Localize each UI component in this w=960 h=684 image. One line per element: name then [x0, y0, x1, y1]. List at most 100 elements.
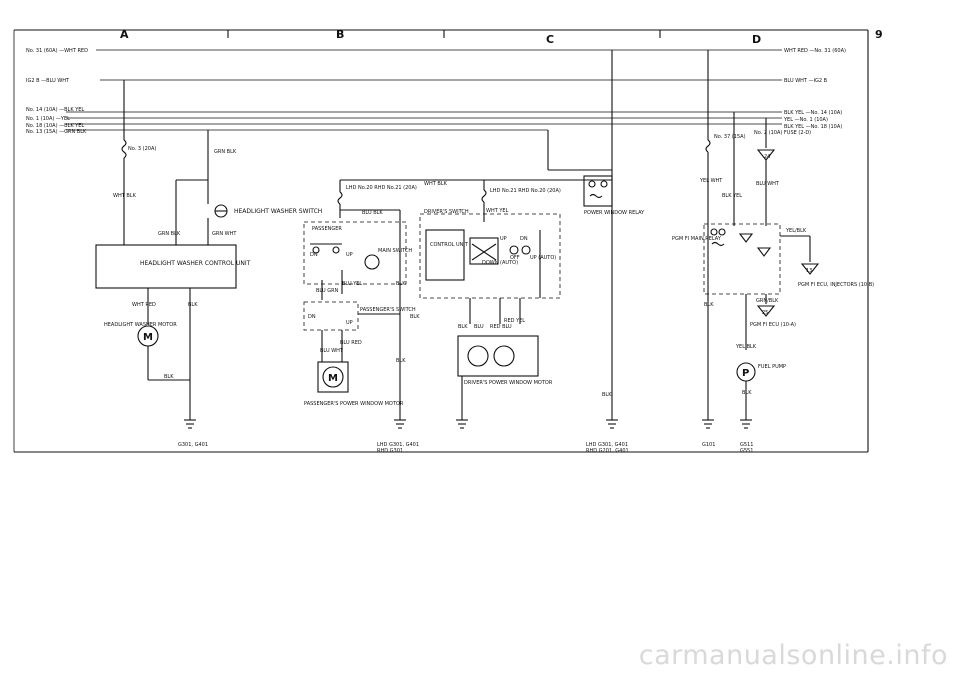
fuse-no3-symbol [121, 139, 127, 159]
main-switch-box [303, 221, 407, 285]
pgm-fi-main-relay-label: PGM FI MAIN RELAY [672, 236, 722, 242]
headlight-washer-switch-label: HEADLIGHT WASHER SWITCH [234, 208, 322, 215]
fuel-pump-label: FUEL PUMP [758, 364, 786, 370]
passengers-motor-symbol [322, 366, 344, 388]
passenger-window-circuit: M [303, 179, 612, 429]
feed-no18-left: No. 18 (10A) —BLK YEL [26, 123, 84, 129]
wire-grn-blk-a2: GRN BLK [158, 231, 181, 237]
wire-grn-blk-slash-d: GRN/BLK [756, 298, 779, 304]
wire-red-blu-c: RED BLU [490, 324, 512, 330]
connector-25-label: 25 [762, 310, 768, 316]
wire-blk-a2: BLK [164, 374, 174, 380]
drivers-switch-dn: DN [520, 236, 528, 242]
passengers-motor-label: PASSENGER'S POWER WINDOW MOTOR [304, 401, 404, 407]
control-unit-label: CONTROL UNIT [430, 242, 469, 248]
wire-blk-d: BLK [704, 302, 714, 308]
section-b-label: B [336, 28, 344, 41]
fuse-lhd20-label: LHD No.20 RHD No.21 (20A) [346, 185, 417, 191]
fuse-lhd21-label: LHD No.21 RHD No.20 (20A) [490, 188, 561, 194]
wire-blk-c: BLK [458, 324, 468, 330]
feed-no1-right: YEL —No. 1 (10A) [783, 117, 828, 123]
pgm-fi-ecu-label: PGM FI ECU (10-A) [750, 322, 796, 328]
drivers-switch-off: OFF [510, 255, 520, 261]
feed-no31-right: WHT RED —No. 31 (60A) [784, 48, 846, 54]
wire-blu-red-b: BLU RED [340, 340, 362, 346]
wire-blu-grn-b: BLU GRN [316, 288, 339, 294]
frame [13, 29, 869, 453]
wire-blk-d2: BLK [742, 390, 752, 396]
wire-blk-yel-d: BLK YEL [722, 193, 742, 199]
ground-g101: G101 [702, 442, 715, 448]
ground-g511: G511 [740, 442, 753, 448]
passengers-switch-label: PASSENGER'S SWITCH [360, 307, 416, 313]
pgm-fi-ecu-injectors-label: PGM FI ECU, INJECTORS (10-B) [798, 282, 874, 288]
headlight-washer-circuit: M [95, 80, 237, 429]
driver-window-circuit [419, 50, 618, 429]
headlight-washer-motor-label: HEADLIGHT WASHER MOTOR [104, 322, 177, 328]
section-d-label: D [752, 33, 761, 46]
wire-blk-c2: BLK [602, 392, 612, 398]
drivers-motor-label: DRIVER'S POWER WINDOW MOTOR [464, 380, 553, 386]
wire-grn-wht-a: GRN WHT [212, 231, 237, 237]
wire-blk-b3: BLK [396, 358, 406, 364]
svg-text:P: P [742, 368, 749, 379]
wire-blu-wht-b: BLU WHT [320, 348, 344, 354]
wire-blu-yel-b: BLU YEL [342, 281, 362, 287]
feed-bus [66, 49, 782, 131]
fuse-no37-label: No. 37 (15A) [714, 134, 746, 140]
wire-blu-wht-d: BLU WHT [756, 181, 780, 187]
wire-wht-yel-c: WHT YEL [486, 208, 509, 214]
connector-13-label: 13 [806, 268, 812, 274]
pgm-fi-circuit: P [702, 50, 820, 429]
feed-no13-left: No. 13 (15A) —GRN BLK [26, 129, 87, 135]
main-switch-dn: DN [310, 252, 318, 258]
drivers-motor-symbol [493, 345, 515, 367]
wire-yel-wht-d: YEL WHT [699, 178, 723, 184]
fuse-no2-symbol [756, 149, 776, 161]
passengers-switch-up: UP [346, 320, 353, 326]
feed-no18-right: BLK YEL —No. 18 (10A) [784, 124, 842, 130]
headlight-washer-control-unit-label: HEADLIGHT WASHER CONTROL UNIT [140, 260, 251, 267]
wire-grn-blk-a: GRN BLK [214, 149, 237, 155]
drivers-switch-contacts [469, 237, 499, 265]
feed-ig2b-right: BLU WHT —IG2 B [784, 78, 828, 84]
drivers-motor-box [457, 335, 539, 377]
drivers-switch-down-auto: DOWN (AUTO) [482, 260, 518, 266]
pgm-fi-main-relay-box [703, 223, 781, 295]
fuse-no3-label: No. 3 (20A) [128, 146, 156, 152]
ground-rhd-c: RHD G201, G401 [586, 448, 629, 454]
wire-red-yel-c: RED YEL [504, 318, 525, 324]
wire-wht-blk-top: WHT BLK [424, 181, 448, 187]
passengers-switch-box [303, 301, 359, 331]
wire-blu-blk-b: BLU BLK [362, 210, 383, 216]
main-switch-up: UP [346, 252, 353, 258]
feed-no14-right: BLK YEL —No. 14 (10A) [784, 110, 842, 116]
wire-wht-red-a: WHT RED [132, 302, 156, 308]
fuse-no37-symbol [705, 139, 711, 153]
connector-24-label: 24 [764, 154, 770, 160]
feed-no14-left: No. 14 (10A) —BLK YEL [26, 107, 84, 113]
drivers-switch-box [419, 213, 561, 299]
wire-blk-a: BLK [188, 302, 198, 308]
feed-no1-left: No. 1 (10A) —YEL [26, 116, 70, 122]
fuse-no2-label: No. 2 (10A) FUSE (2-D) [754, 130, 811, 136]
wire-blk-b2: BLK [410, 314, 420, 320]
wire-yel-blk-d: YEL BLK [735, 344, 757, 350]
connector-13-symbol [800, 263, 820, 275]
power-window-relay-label: POWER WINDOW RELAY [584, 210, 645, 216]
ground-lhd-b: LHD G301, G401 [377, 442, 419, 448]
fuse-lhd20-symbol [337, 191, 343, 205]
passenger-label: PASSENGER [312, 226, 342, 232]
feed-ig2b-left: IG2 B —BLU WHT [26, 78, 70, 84]
section-a-label: A [120, 28, 129, 41]
wire-yel-blk-slash-d: YEL/BLK [785, 228, 807, 234]
ground-g551: G551 [740, 448, 753, 454]
drivers-switch-up: UP [500, 236, 507, 242]
wire-wht-blk-a: WHT BLK [113, 193, 137, 199]
wire-blk-b: BLK [396, 281, 406, 287]
ground-lhd-c: LHD G301, G401 [586, 442, 628, 448]
headlight-washer-control-unit-box [95, 244, 237, 289]
ground-g301-g401-a: G301, G401 [178, 442, 208, 448]
section-c-label: C [546, 33, 554, 46]
